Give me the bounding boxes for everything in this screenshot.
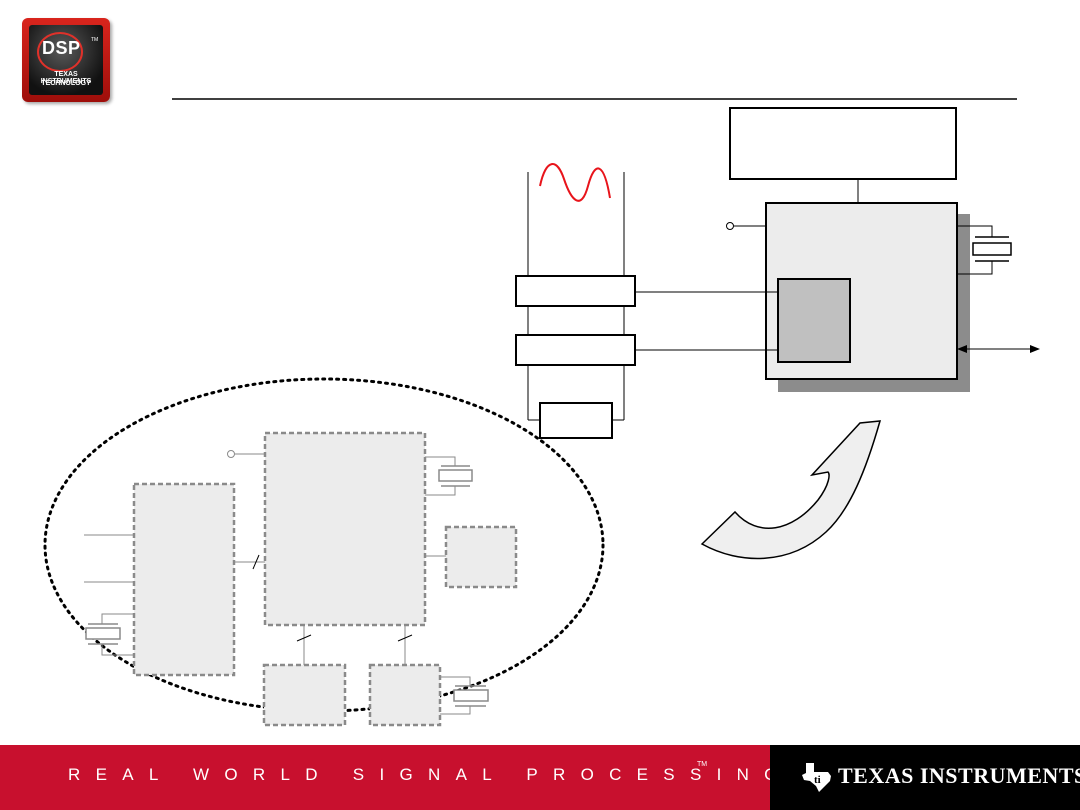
integrated-bottom-right-block	[368, 663, 442, 727]
signal-block-upper	[515, 275, 636, 307]
dsp-logo-ring	[37, 32, 83, 72]
crystal-oscillator-icon	[957, 225, 1012, 275]
integrated-bottom-left-block	[262, 663, 347, 727]
texas-state-ti-icon: ti	[802, 763, 831, 792]
bidirectional-arrow-icon	[957, 345, 1040, 353]
slide-canvas	[43, 98, 1040, 727]
integration-ellipse	[43, 377, 605, 713]
footer-tagline: REAL WORLD SIGNAL PROCESSING	[68, 765, 793, 784]
block-diagram	[43, 98, 1040, 727]
dsp-logo-line2: TECHNOLOGY	[41, 80, 91, 87]
ti-brand-text: TEXAS INSTRUMENTS	[838, 763, 1080, 788]
dsp-logo: DSP TM TEXAS INSTRUMENTS TECHNOLOGY	[22, 18, 110, 102]
signal-block-bottom	[539, 402, 613, 439]
integrated-small-block	[444, 525, 518, 589]
crystal-oscillator-icon	[440, 676, 489, 715]
dsp-logo-mark: DSP	[42, 38, 81, 58]
crystal-oscillator-icon	[425, 456, 473, 496]
curved-arrow-icon	[700, 420, 882, 560]
footer-tagline-bar: REAL WORLD SIGNAL PROCESSING TM	[0, 745, 777, 810]
dsp-logo-line1: TEXAS INSTRUMENTS	[40, 71, 92, 85]
svg-text:ti: ti	[814, 774, 821, 786]
ti-brand-bar: ti TEXAS INSTRUMENTS	[770, 745, 1080, 810]
core-block	[777, 278, 851, 363]
dsp-logo-badge: DSP TM TEXAS INSTRUMENTS TECHNOLOGY	[29, 25, 103, 95]
reset-pin-terminal	[726, 222, 734, 230]
top-peripheral-box	[729, 107, 957, 180]
sine-wave-icon	[539, 163, 611, 202]
integrated-reset-terminal	[227, 450, 235, 458]
dsp-logo-trademark: TM	[91, 37, 99, 43]
integrated-analog-block	[132, 482, 236, 677]
footer-trademark: TM	[697, 761, 708, 768]
integrated-cpu-block	[263, 431, 427, 627]
crystal-oscillator-icon	[85, 613, 134, 656]
signal-block-lower	[515, 334, 636, 366]
